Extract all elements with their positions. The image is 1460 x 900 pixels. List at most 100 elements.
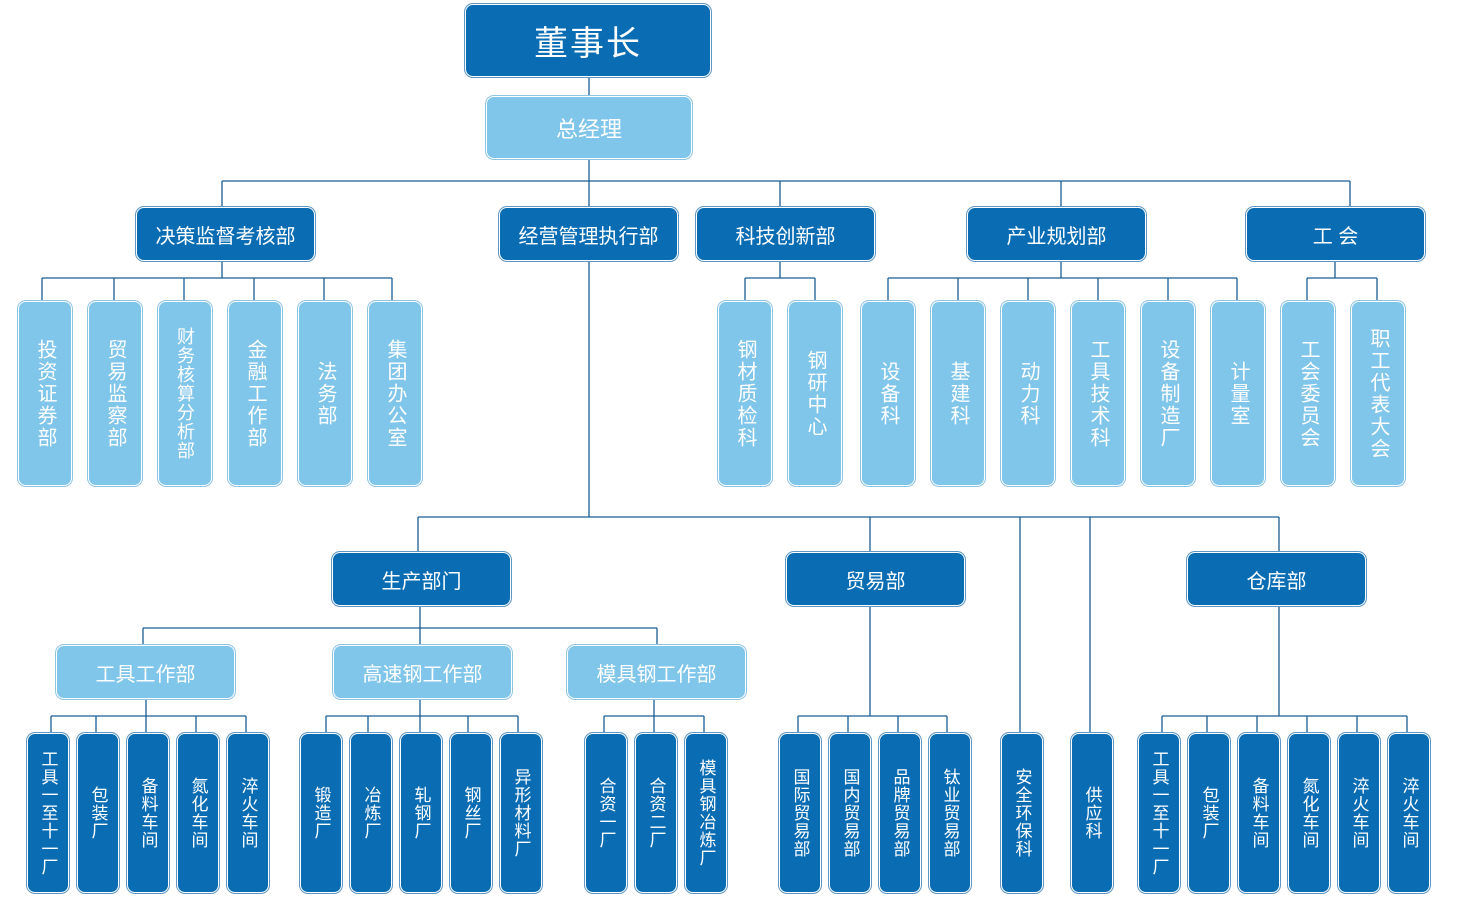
unit-label: 合资二厂 (646, 777, 666, 849)
workshop-mold-label: 模具钢工作部 (596, 663, 717, 686)
dept-planning-label: 产业规划部 (1006, 225, 1107, 248)
dept-operation: 经营管理执行部 (500, 208, 677, 260)
unit-node: 钛业贸易部 (930, 734, 970, 892)
unit-node: 工具一至十一厂 (1139, 734, 1179, 892)
unit-label: 包装厂 (1199, 786, 1219, 840)
unit-node: 淬火车间 (1339, 734, 1379, 892)
unit-label: 轧钢厂 (411, 786, 431, 840)
dept-planning: 产业规划部 (968, 208, 1145, 260)
sub-supply: 供应科 (1072, 734, 1112, 892)
unit-node: 合资一厂 (586, 734, 626, 892)
unit-label: 氮化车间 (188, 777, 208, 849)
unit-label: 法务部 (314, 360, 336, 427)
unit-label: 淬火车间 (238, 777, 258, 849)
unit-label: 备料车间 (1249, 777, 1269, 849)
sub-warehouse-label: 仓库部 (1246, 570, 1307, 593)
dept-decision: 决策监督考核部 (137, 208, 314, 260)
unit-node: 钢材质检科 (719, 302, 771, 485)
workshop-tool: 工具工作部 (57, 646, 234, 698)
unit-node: 合资二厂 (636, 734, 676, 892)
unit-node: 职工代表大会 (1352, 302, 1404, 485)
dept-tech-label: 科技创新部 (735, 225, 836, 248)
unit-node: 备料车间 (128, 734, 168, 892)
unit-node: 国内贸易部 (830, 734, 870, 892)
unit-node: 锻造厂 (301, 734, 341, 892)
unit-node: 集团办公室 (369, 302, 421, 485)
unit-node: 包装厂 (78, 734, 118, 892)
unit-label: 异形材料厂 (511, 768, 531, 858)
unit-node: 钢丝厂 (451, 734, 491, 892)
sub-production-label: 生产部门 (381, 570, 462, 593)
unit-label: 冶炼厂 (361, 786, 381, 840)
unit-node: 工具一至十一厂 (28, 734, 68, 892)
general-manager-label: 总经理 (555, 116, 622, 142)
unit-node: 设备制造厂 (1142, 302, 1194, 485)
unit-label: 国际贸易部 (790, 768, 810, 858)
unit-node: 财务核算分析部 (159, 302, 211, 485)
unit-node: 氮化车间 (1289, 734, 1329, 892)
unit-node: 贸易监察部 (89, 302, 141, 485)
unit-node: 工具技术科 (1072, 302, 1124, 485)
unit-label: 工具一至十一厂 (38, 750, 58, 876)
unit-node: 计量室 (1212, 302, 1264, 485)
workshop-hss: 高速钢工作部 (334, 646, 511, 698)
unit-label: 贸易监察部 (104, 338, 126, 449)
unit-node: 异形材料厂 (501, 734, 541, 892)
unit-label: 氮化车间 (1299, 777, 1319, 849)
unit-node: 模具钢冶炼厂 (686, 734, 726, 892)
workshop-hss-label: 高速钢工作部 (362, 663, 483, 686)
dept-union-label: 工 会 (1312, 225, 1359, 248)
unit-label: 金融工作部 (244, 338, 266, 449)
unit-node: 备料车间 (1239, 734, 1279, 892)
unit-label: 钛业贸易部 (940, 768, 960, 858)
sub-trade-label: 贸易部 (845, 570, 906, 593)
workshop-mold: 模具钢工作部 (568, 646, 745, 698)
unit-label: 国内贸易部 (840, 768, 860, 858)
unit-label: 设备科 (877, 360, 899, 427)
sub-safety-label: 安全环保科 (1012, 768, 1032, 858)
unit-label: 淬火车间 (1399, 777, 1419, 849)
unit-label: 锻造厂 (311, 786, 331, 840)
unit-node: 法务部 (299, 302, 351, 485)
dept-decision-label: 决策监督考核部 (155, 225, 296, 248)
unit-label: 钢丝厂 (461, 786, 481, 840)
unit-label: 动力科 (1017, 360, 1039, 427)
unit-label: 钢研中心 (804, 349, 826, 438)
unit-node: 淬火车间 (228, 734, 268, 892)
unit-label: 集团办公室 (384, 338, 406, 449)
unit-label: 备料车间 (138, 777, 158, 849)
unit-node: 轧钢厂 (401, 734, 441, 892)
unit-label: 模具钢冶炼厂 (696, 759, 716, 867)
unit-node: 国际贸易部 (780, 734, 820, 892)
unit-node: 金融工作部 (229, 302, 281, 485)
dept-union: 工 会 (1247, 208, 1424, 260)
unit-label: 投资证券部 (34, 338, 56, 449)
unit-node: 设备科 (862, 302, 914, 485)
unit-node: 品牌贸易部 (880, 734, 920, 892)
unit-label: 设备制造厂 (1157, 338, 1179, 449)
dept-tech: 科技创新部 (697, 208, 874, 260)
chairman-node: 董事长 (466, 5, 710, 76)
unit-node: 钢研中心 (789, 302, 841, 485)
unit-node: 冶炼厂 (351, 734, 391, 892)
workshop-tool-label: 工具工作部 (95, 663, 196, 686)
unit-node: 包装厂 (1189, 734, 1229, 892)
sub-supply-label: 供应科 (1082, 786, 1102, 840)
unit-label: 工具一至十一厂 (1149, 750, 1169, 876)
unit-label: 包装厂 (88, 786, 108, 840)
unit-label: 计量室 (1227, 360, 1249, 427)
unit-label: 工具技术科 (1087, 338, 1109, 449)
unit-label: 基建科 (947, 360, 969, 427)
general-manager-node: 总经理 (487, 97, 691, 158)
chairman-label: 董事长 (534, 25, 642, 63)
dept-operation-label: 经营管理执行部 (518, 225, 659, 248)
unit-node: 淬火车间 (1389, 734, 1429, 892)
unit-node: 工会委员会 (1282, 302, 1334, 485)
sub-safety: 安全环保科 (1002, 734, 1042, 892)
unit-label: 工会委员会 (1297, 338, 1319, 449)
unit-label: 职工代表大会 (1367, 327, 1389, 460)
sub-warehouse: 仓库部 (1188, 553, 1365, 605)
unit-node: 氮化车间 (178, 734, 218, 892)
unit-label: 品牌贸易部 (890, 768, 910, 858)
